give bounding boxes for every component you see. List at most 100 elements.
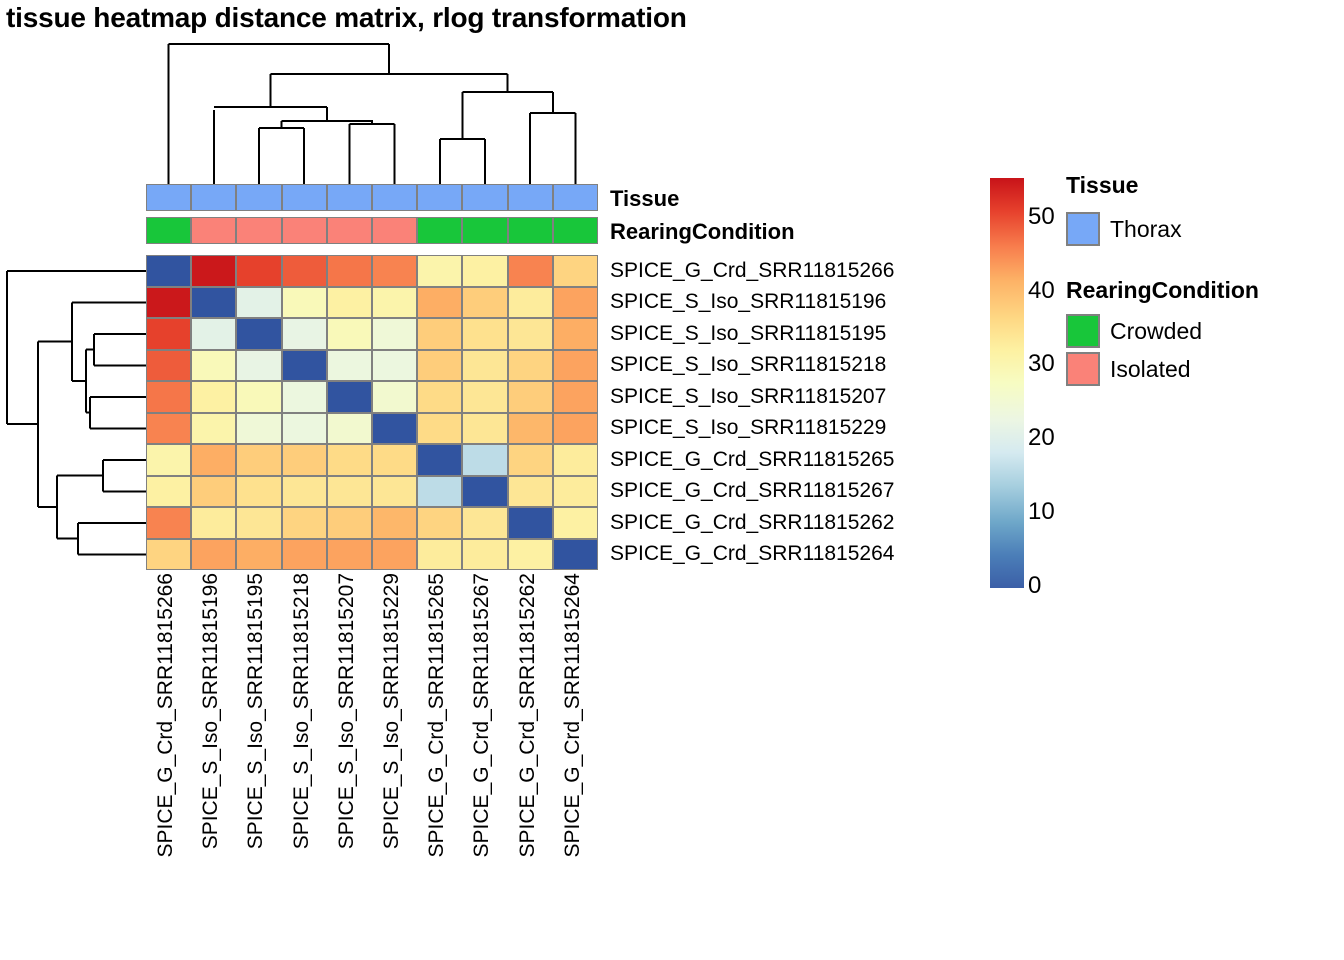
- heatmap-cell: [146, 475, 192, 507]
- heatmap-cell: [236, 318, 282, 350]
- heatmap-cell: [462, 507, 508, 539]
- heatmap-cell: [236, 349, 282, 381]
- row-label: SPICE_S_Iso_SRR11815218: [610, 353, 887, 377]
- heatmap-cell: [507, 538, 553, 570]
- heatmap-cell: [236, 255, 282, 287]
- heatmap-cell: [191, 538, 237, 570]
- heatmap-cell: [191, 318, 237, 350]
- heatmap-cell: [507, 349, 553, 381]
- rearing-annotation-cell: [552, 217, 598, 244]
- heatmap-cell: [281, 444, 327, 476]
- heatmap-cell: [462, 475, 508, 507]
- rearing-annotation-bar: [146, 217, 598, 244]
- heatmap-cell: [417, 412, 463, 444]
- heatmap-cell: [236, 507, 282, 539]
- heatmap-cell: [191, 286, 237, 318]
- row-label: SPICE_G_Crd_SRR11815264: [610, 542, 895, 566]
- heatmap-cell: [372, 538, 418, 570]
- heatmap-cell: [281, 381, 327, 413]
- legend-label-thorax: Thorax: [1110, 215, 1182, 242]
- rearing-annotation-cell: [462, 217, 508, 244]
- heatmap-cell: [372, 318, 418, 350]
- heatmap-cell: [281, 349, 327, 381]
- heatmap-cell: [552, 286, 598, 318]
- heatmap-cell: [326, 349, 372, 381]
- row-label: SPICE_G_Crd_SRR11815266: [610, 258, 895, 282]
- heatmap-cell: [552, 507, 598, 539]
- heatmap-cell: [507, 507, 553, 539]
- column-dendrogram: [167, 43, 577, 184]
- heatmap-cell: [372, 286, 418, 318]
- heatmap-cell: [507, 318, 553, 350]
- heatmap-cell: [191, 475, 237, 507]
- heatmap-cell: [191, 412, 237, 444]
- column-label: SPICE_G_Crd_SRR11815267: [470, 573, 494, 858]
- legend-item-thorax: Thorax: [1066, 212, 1182, 246]
- rearing-annotation-cell: [326, 217, 372, 244]
- column-label: SPICE_S_Iso_SRR11815195: [244, 573, 268, 850]
- column-label: SPICE_S_Iso_SRR11815218: [289, 573, 313, 850]
- heatmap-cell: [372, 475, 418, 507]
- tissue-annotation-cell: [236, 184, 282, 211]
- heatmap-cell: [326, 475, 372, 507]
- heatmap-cell: [236, 286, 282, 318]
- heatmap-cell: [372, 412, 418, 444]
- heatmap-cell: [552, 412, 598, 444]
- legend-title-rearingcondition: RearingCondition: [1066, 277, 1259, 303]
- tissue-annotation-bar: [146, 184, 598, 211]
- legend-swatch-crowded: [1066, 314, 1100, 348]
- heatmap-cell: [236, 538, 282, 570]
- legend-item-crowded: Crowded: [1066, 314, 1202, 348]
- heatmap-cell: [417, 507, 463, 539]
- colorbar-tick-label: 20: [1028, 424, 1055, 452]
- row-label: SPICE_G_Crd_SRR11815267: [610, 479, 895, 503]
- heatmap-cell: [462, 349, 508, 381]
- heatmap-cell: [146, 381, 192, 413]
- legend-swatch-isolated: [1066, 352, 1100, 386]
- heatmap-cell: [191, 444, 237, 476]
- tissue-annotation-cell: [507, 184, 553, 211]
- row-dendrogram: [6, 269, 146, 556]
- heatmap-cell: [507, 412, 553, 444]
- heatmap-cell: [507, 255, 553, 287]
- rearing-annotation-cell: [191, 217, 237, 244]
- heatmap-cell: [236, 475, 282, 507]
- heatmap-cell: [281, 538, 327, 570]
- heatmap-cell: [507, 444, 553, 476]
- rearing-annotation-cell: [372, 217, 418, 244]
- heatmap-cell: [417, 538, 463, 570]
- heatmap-cell: [146, 255, 192, 287]
- heatmap-cell: [372, 507, 418, 539]
- tissue-annotation-cell: [191, 184, 237, 211]
- tissue-annotation-cell: [146, 184, 192, 211]
- heatmap-cell: [326, 444, 372, 476]
- heatmap-cell: [146, 444, 192, 476]
- legend-title-tissue: Tissue: [1066, 172, 1139, 198]
- heatmap-cell: [552, 255, 598, 287]
- heatmap-cell: [507, 381, 553, 413]
- tissue-annotation-cell: [552, 184, 598, 211]
- rearing-annotation-cell: [236, 217, 282, 244]
- heatmap-cell: [191, 255, 237, 287]
- distance-colorbar: [990, 178, 1024, 588]
- tissue-annotation-cell: [417, 184, 463, 211]
- heatmap-cell: [552, 349, 598, 381]
- heatmap-cell: [326, 507, 372, 539]
- heatmap-cell: [326, 286, 372, 318]
- heatmap-cell: [281, 475, 327, 507]
- colorbar-tick-label: 50: [1028, 202, 1055, 230]
- heatmap-cell: [146, 349, 192, 381]
- heatmap-cell: [462, 381, 508, 413]
- heatmap-cell: [191, 349, 237, 381]
- column-label: SPICE_S_Iso_SRR11815196: [199, 573, 223, 850]
- heatmap-cell: [552, 444, 598, 476]
- colorbar-tick-label: 30: [1028, 350, 1055, 378]
- rearing-annotation-label: RearingCondition: [610, 219, 795, 244]
- heatmap-cell: [462, 538, 508, 570]
- heatmap-cell: [146, 318, 192, 350]
- heatmap-cell: [281, 507, 327, 539]
- heatmap-cell: [281, 286, 327, 318]
- heatmap-cell: [191, 381, 237, 413]
